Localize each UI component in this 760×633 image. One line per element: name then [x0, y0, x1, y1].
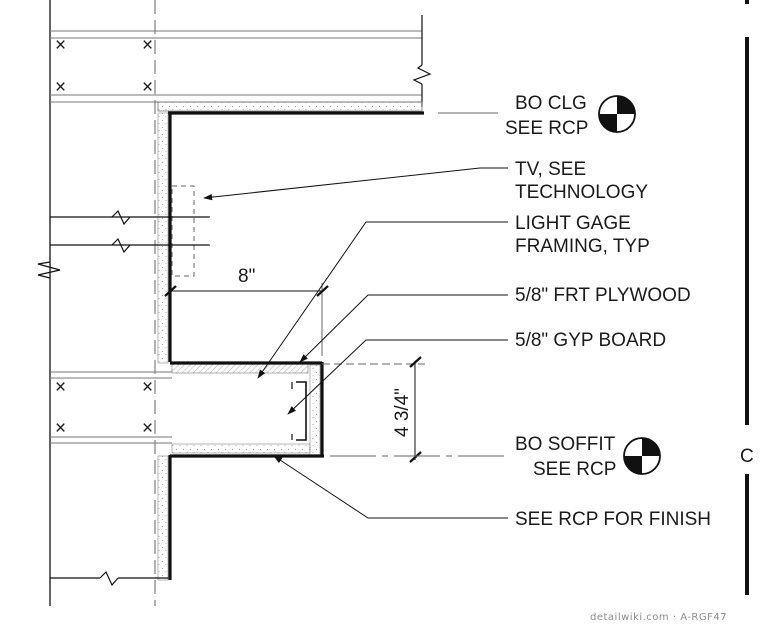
svg-text:×: × [55, 35, 66, 56]
leader-gyp [287, 339, 508, 415]
grid-letter: C [740, 446, 754, 467]
svg-text:×: × [55, 77, 66, 98]
break-mark-bottom [50, 570, 168, 587]
upper-beam: × × × × [50, 15, 432, 106]
elevation-target-icon [623, 437, 661, 475]
leader-framing [257, 221, 508, 379]
watermark: detailwiki.com · A-RGF47 [590, 612, 727, 623]
svg-text:×: × [55, 418, 66, 439]
bo-soffit-see-rcp-label: SEE RCP [533, 459, 616, 480]
soffit [170, 361, 324, 458]
tv-label: TV, SEE [515, 159, 586, 180]
svg-text:×: × [142, 77, 153, 98]
dimension-width: 8" [164, 266, 329, 356]
bo-soffit-label: BO SOFFIT [515, 434, 616, 455]
break-mark-left [37, 261, 61, 279]
leader-plywood [299, 294, 508, 363]
bo-clg-see-rcp-label: SEE RCP [505, 118, 588, 139]
ceiling-board [157, 101, 424, 115]
bo-clg-label: BO CLG [515, 93, 587, 114]
plywood-label: 5/8" FRT PLYWOOD [515, 285, 691, 306]
dimension-height: 4 3/4" [322, 356, 425, 463]
technology-label: TECHNOLOGY [515, 182, 648, 203]
light-gage-label: LIGHT GAGE [515, 213, 631, 234]
framing-typ-label: FRAMING, TYP [515, 236, 650, 257]
leader-finish [273, 455, 508, 519]
wall-finish [157, 112, 172, 581]
column [49, 0, 156, 606]
dimension-height-text: 4 3/4" [392, 388, 413, 437]
elevation-target-icon [598, 95, 636, 133]
svg-text:×: × [142, 418, 153, 439]
svg-text:×: × [142, 35, 153, 56]
dimension-width-text: 8" [238, 266, 255, 287]
tv-blocking [50, 185, 211, 277]
finish-label: SEE RCP FOR FINISH [515, 509, 711, 530]
svg-text:×: × [142, 377, 153, 398]
gyp-board-label: 5/8" GYP BOARD [515, 330, 666, 351]
svg-text:×: × [55, 377, 66, 398]
leader-tv [203, 167, 508, 201]
lower-beam: × × × × [50, 371, 172, 444]
